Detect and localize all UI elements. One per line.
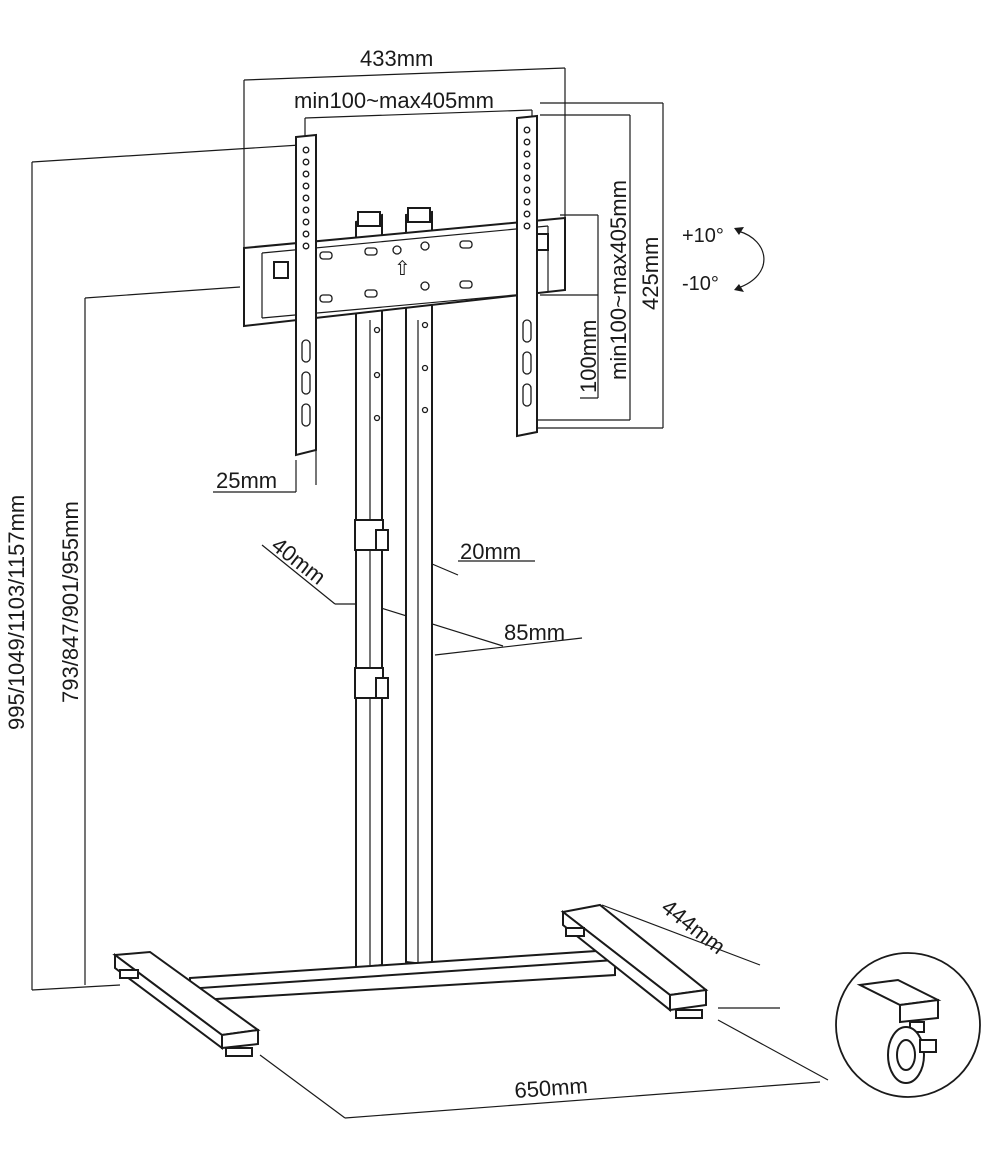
mount-height-label: 425mm	[638, 237, 663, 310]
curved-double-arrow-icon	[737, 230, 765, 289]
right-vertical-bracket	[516, 114, 538, 438]
svg-text:⇧: ⇧	[394, 258, 411, 280]
column-width-label: 85mm	[504, 620, 565, 645]
column-depth-label: 40mm	[267, 532, 331, 589]
left-vertical-bracket	[295, 133, 317, 457]
vesa-vertical-label: min100~max405mm	[606, 180, 631, 380]
column-gap-label: 20mm	[460, 539, 521, 564]
stand-base	[112, 903, 709, 1057]
base-depth-label: 444mm	[657, 894, 730, 959]
slot-spacing-label: 100mm	[576, 320, 601, 393]
mount-width-label: 433mm	[360, 46, 433, 71]
caster-wheel-icon	[835, 952, 981, 1098]
tilt-down-label: -10°	[682, 273, 719, 295]
stand-columns	[354, 207, 433, 970]
dimension-lines	[31, 67, 829, 1119]
base-width-label: 650mm	[514, 1073, 589, 1103]
vesa-horizontal-label: min100~max405mm	[294, 88, 494, 113]
bracket-width-label: 25mm	[216, 468, 277, 493]
center-height-label: 793/847/901/955mm	[58, 501, 83, 703]
total-height-label: 995/1049/1103/1157mm	[4, 495, 29, 730]
tilt-up-label: +10°	[682, 225, 724, 247]
mount-plate: ⇧	[243, 216, 566, 328]
